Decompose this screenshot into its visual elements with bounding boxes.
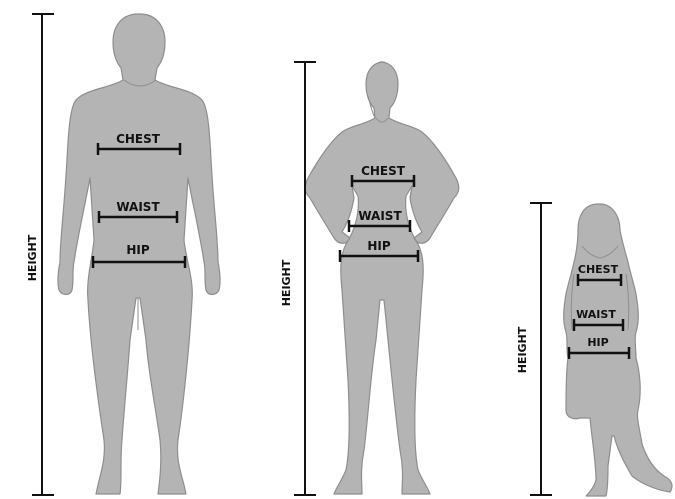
woman-hip-label: HIP xyxy=(367,239,391,253)
man-hip-label: HIP xyxy=(126,243,150,257)
woman-chest-label: CHEST xyxy=(361,164,406,178)
man-chest-label: CHEST xyxy=(116,132,161,146)
child-figure: HEIGHT CHEST WAIST HIP xyxy=(516,203,672,496)
woman-figure: HEIGHT CHEST WAIST HIP xyxy=(280,62,459,495)
child-waist-label: WAIST xyxy=(576,308,616,321)
woman-height-label: HEIGHT xyxy=(280,259,293,306)
child-silhouette xyxy=(564,204,672,496)
woman-waist-label: WAIST xyxy=(358,209,402,223)
child-chest-label: CHEST xyxy=(578,263,619,276)
man-height-label: HEIGHT xyxy=(26,234,39,281)
woman-silhouette xyxy=(305,62,459,494)
child-hip-label: HIP xyxy=(587,336,608,349)
man-figure: HEIGHT CHEST WAIST HIP xyxy=(26,14,220,495)
man-waist-label: WAIST xyxy=(116,200,160,214)
child-height-label: HEIGHT xyxy=(516,326,529,373)
